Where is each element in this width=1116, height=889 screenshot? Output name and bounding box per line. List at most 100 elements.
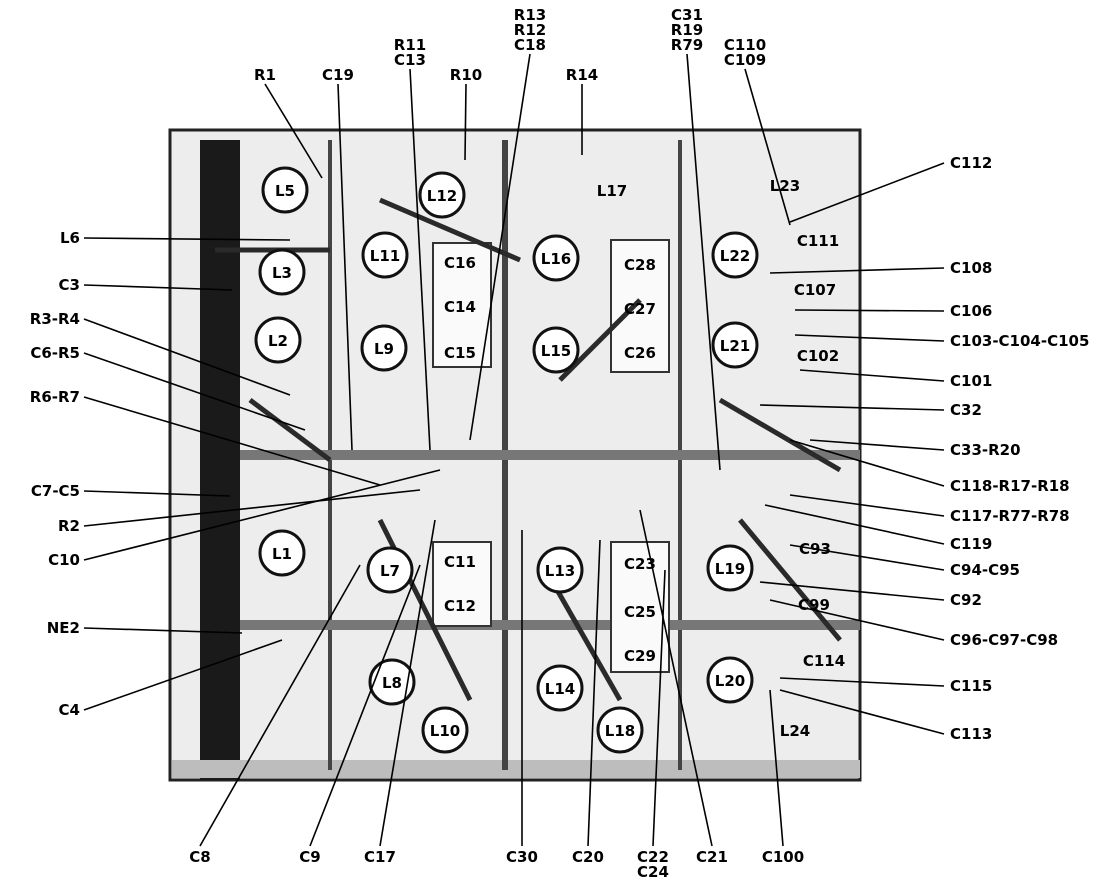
part-label: L18 <box>605 722 635 740</box>
part-l24: L24 <box>780 722 810 740</box>
coil-form <box>532 234 580 282</box>
callout-left-l6: L6 <box>60 229 80 247</box>
callout-line: C22 <box>637 848 669 866</box>
coil-form <box>258 248 306 296</box>
wiring <box>215 197 842 702</box>
callout-right-c113: C113 <box>950 725 992 743</box>
part-c16: C16 <box>444 254 476 272</box>
part-c25: C25 <box>624 603 656 621</box>
part-label: L20 <box>715 672 745 690</box>
leader-lines <box>83 53 945 847</box>
left-rail <box>200 140 240 780</box>
coil-form <box>532 326 580 374</box>
part-c28: C28 <box>624 256 656 274</box>
callout-left-r3-r4: R3-R4 <box>30 310 80 328</box>
part-c11: C11 <box>444 553 476 571</box>
coil-form <box>706 544 754 592</box>
callout-line: R13 <box>514 6 546 24</box>
leader-c96-c97-c98 <box>769 599 945 641</box>
part-label: L23 <box>770 177 800 195</box>
part-label: L15 <box>541 342 571 360</box>
callout-line: R79 <box>671 36 703 54</box>
callout-top-r1: R1 <box>254 66 276 84</box>
coil-form <box>706 656 754 704</box>
part-l12: L12 <box>418 171 466 219</box>
coil-form <box>536 664 584 712</box>
callout-right-c94-c95: C94-C95 <box>950 561 1020 579</box>
callout-right-c118-r17-r18: C118-R17-R18 <box>950 477 1070 495</box>
callout-right-c108: C108 <box>950 259 992 277</box>
leader-c9 <box>309 564 421 847</box>
callout-right-c112: C112 <box>950 154 992 172</box>
trimmer-block-3 <box>432 541 492 627</box>
part-label: L11 <box>370 247 400 265</box>
part-label: C25 <box>624 603 656 621</box>
part-label: C107 <box>794 281 836 299</box>
part-label: L9 <box>374 340 394 358</box>
coil-form <box>596 706 644 754</box>
callout-line: C8 <box>189 848 210 866</box>
leader-c7-c5 <box>83 490 231 497</box>
callout-right-c115: C115 <box>950 677 992 695</box>
leader-c6-r5 <box>83 352 306 431</box>
part-l14: L14 <box>536 664 584 712</box>
callout-left-c7-c5: C7-C5 <box>31 482 80 500</box>
callout-top-c19: C19 <box>322 66 354 84</box>
leader-r11-c13 <box>409 68 431 451</box>
part-l15: L15 <box>532 326 580 374</box>
callout-bottom-c20: C20 <box>572 848 604 866</box>
leader-c31-r19-r79 <box>686 53 721 471</box>
leader-c110-c109 <box>744 68 791 226</box>
leader-c10 <box>83 469 441 561</box>
leader-c4 <box>83 639 283 711</box>
trimmer-block-1 <box>432 242 492 368</box>
callout-line: C18 <box>514 36 546 54</box>
leader-c33-r20 <box>809 439 945 451</box>
part-label: L5 <box>275 182 295 200</box>
callout-bottom-c17: C17 <box>364 848 396 866</box>
callout-line: R19 <box>671 21 703 39</box>
leader-c106 <box>794 309 945 312</box>
leader-c20 <box>587 539 601 847</box>
leader-c108 <box>769 267 945 274</box>
part-c27: C27 <box>624 300 656 318</box>
leader-c100 <box>769 689 784 847</box>
leader-ne2 <box>83 627 243 634</box>
coil-form <box>254 316 302 364</box>
leader-r6-r7 <box>83 396 381 486</box>
leader-c115 <box>779 677 945 687</box>
coil-form <box>258 529 306 577</box>
part-label: C14 <box>444 298 476 316</box>
part-l23: L23 <box>770 177 800 195</box>
callout-line: C21 <box>696 848 728 866</box>
part-label: L14 <box>545 680 575 698</box>
part-c15: C15 <box>444 344 476 362</box>
leader-r13-r12-c18 <box>469 53 531 441</box>
part-label: C26 <box>624 344 656 362</box>
part-l21: L21 <box>711 321 759 369</box>
leader-c101 <box>799 369 945 382</box>
part-c99: C99 <box>798 596 830 614</box>
part-l7: L7 <box>366 546 414 594</box>
part-label: C11 <box>444 553 476 571</box>
part-label: L3 <box>272 264 292 282</box>
leader-c19 <box>337 83 353 451</box>
bottom-lip <box>172 760 860 778</box>
part-l3: L3 <box>258 248 306 296</box>
callout-left-r6-r7: R6-R7 <box>30 388 80 406</box>
coil-form <box>360 324 408 372</box>
part-label: L24 <box>780 722 810 740</box>
callout-line: C24 <box>637 863 669 881</box>
part-c29: C29 <box>624 647 656 665</box>
coil-form <box>261 166 309 214</box>
callout-right-c119: C119 <box>950 535 992 553</box>
part-label: C99 <box>798 596 830 614</box>
callout-right-c96-c97-c98: C96-C97-C98 <box>950 631 1058 649</box>
callout-line: R11 <box>394 36 426 54</box>
part-c102: C102 <box>797 347 839 365</box>
part-label: C114 <box>803 652 845 670</box>
